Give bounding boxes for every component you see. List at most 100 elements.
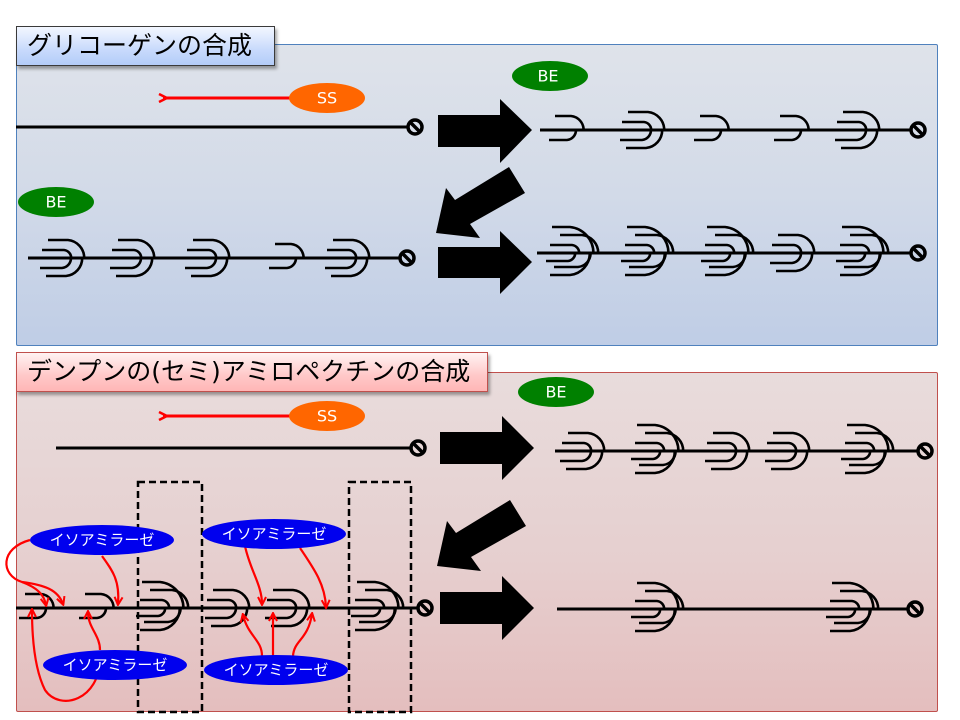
isoamylase-label: イソアミラーゼ: [63, 656, 168, 674]
side-chain: [560, 233, 600, 254]
side-chain: [110, 257, 143, 270]
side-chain: [207, 598, 238, 609]
side-chain: [568, 431, 606, 452]
side-chain: [355, 607, 397, 632]
side-chain: [780, 114, 810, 131]
ss-ellipse: [289, 83, 365, 113]
side-chain: [136, 607, 167, 618]
side-chain: [645, 431, 685, 452]
ss-label: SS: [317, 89, 337, 108]
side-chain: [713, 431, 751, 452]
side-chain: [560, 450, 593, 463]
side-chain: [694, 129, 723, 142]
side-chain: [205, 607, 238, 620]
side-chain: [645, 589, 685, 610]
be-badge-glycogen-2: BE: [18, 187, 94, 217]
section-title-starch: デンプンの(セミ)アミロペクチンの合成: [16, 352, 488, 392]
side-chain: [118, 238, 156, 259]
reducing-end-icon: [398, 249, 416, 267]
cluster-box-1: [136, 480, 204, 714]
side-chain: [635, 599, 666, 610]
side-chain: [566, 450, 604, 471]
side-chain: [546, 252, 577, 263]
side-chain: [826, 608, 857, 619]
side-chain: [845, 441, 876, 452]
isoamylase-ellipse: [43, 650, 187, 680]
reducing-end-icon: [416, 599, 434, 617]
side-chain: [847, 423, 890, 452]
side-chain: [842, 225, 885, 254]
side-chain: [843, 110, 881, 131]
side-chain: [830, 599, 861, 610]
side-chain: [267, 598, 298, 609]
process-arrow-icon: [437, 500, 526, 571]
side-chain: [711, 450, 749, 471]
isoamylase-label: イソアミラーゼ: [50, 531, 155, 549]
side-chain: [776, 252, 814, 273]
reducing-end-slash: [911, 123, 925, 137]
side-chain: [19, 607, 48, 620]
side-chain: [185, 257, 218, 270]
side-chain: [549, 129, 578, 142]
side-chain: [40, 257, 73, 270]
side-chain: [191, 257, 229, 278]
side-chain: [635, 441, 666, 452]
side-chain: [555, 114, 585, 131]
reducing-end-slash: [400, 251, 414, 265]
side-chain: [142, 580, 185, 609]
side-chain: [701, 252, 732, 263]
red-arrow: [243, 545, 262, 604]
side-chain: [627, 225, 670, 254]
side-chain: [112, 248, 143, 259]
side-chain: [778, 233, 816, 254]
ss-badge-starch: SS: [163, 401, 365, 431]
side-chain: [562, 441, 593, 452]
side-chain: [836, 252, 867, 263]
reducing-end-icon: [406, 118, 424, 136]
red-arrow: [21, 580, 63, 604]
side-chain: [773, 431, 811, 452]
side-chain: [331, 257, 369, 278]
process-arrow-icon: [440, 416, 534, 480]
reducing-end-slash: [911, 246, 925, 260]
side-chain: [774, 129, 803, 142]
side-chain: [187, 248, 218, 259]
side-chain: [772, 243, 803, 254]
side-chain: [150, 588, 190, 609]
be-badge-glycogen-1: BE: [512, 61, 588, 91]
side-chain: [365, 588, 405, 609]
side-chain: [333, 238, 371, 259]
isoamylase-arrows: [5, 538, 326, 702]
side-chain: [625, 252, 667, 277]
side-chain: [79, 607, 108, 620]
side-chain: [550, 252, 592, 277]
side-chain: [841, 450, 872, 461]
section-title-glycogen: グリコーゲンの合成: [16, 26, 275, 66]
reducing-end-icon: [916, 442, 934, 460]
side-chain: [832, 581, 875, 610]
side-chain: [622, 120, 653, 131]
side-chain: [116, 257, 154, 278]
side-chain: [626, 129, 664, 150]
side-chain: [265, 607, 298, 620]
be-label: BE: [545, 383, 566, 402]
side-chain: [700, 114, 730, 131]
side-chain: [635, 450, 677, 475]
side-chain: [850, 233, 890, 254]
isoamylase-badge-4: イソアミラーゼ: [204, 655, 348, 685]
side-chain: [85, 592, 115, 609]
reducing-end-icon: [909, 244, 927, 262]
side-chain: [637, 423, 680, 452]
side-chain: [635, 233, 675, 254]
red-arrow: [243, 615, 264, 657]
side-chain: [620, 129, 653, 142]
red-arrow: [291, 614, 312, 657]
reducing-end-slash: [918, 444, 932, 458]
side-chain: [193, 238, 231, 259]
side-chain: [25, 592, 55, 609]
isoamylase-ellipse: [202, 519, 346, 549]
side-chain: [855, 431, 895, 452]
side-chain: [552, 225, 595, 254]
side-chain: [705, 252, 747, 277]
side-chain: [707, 225, 750, 254]
